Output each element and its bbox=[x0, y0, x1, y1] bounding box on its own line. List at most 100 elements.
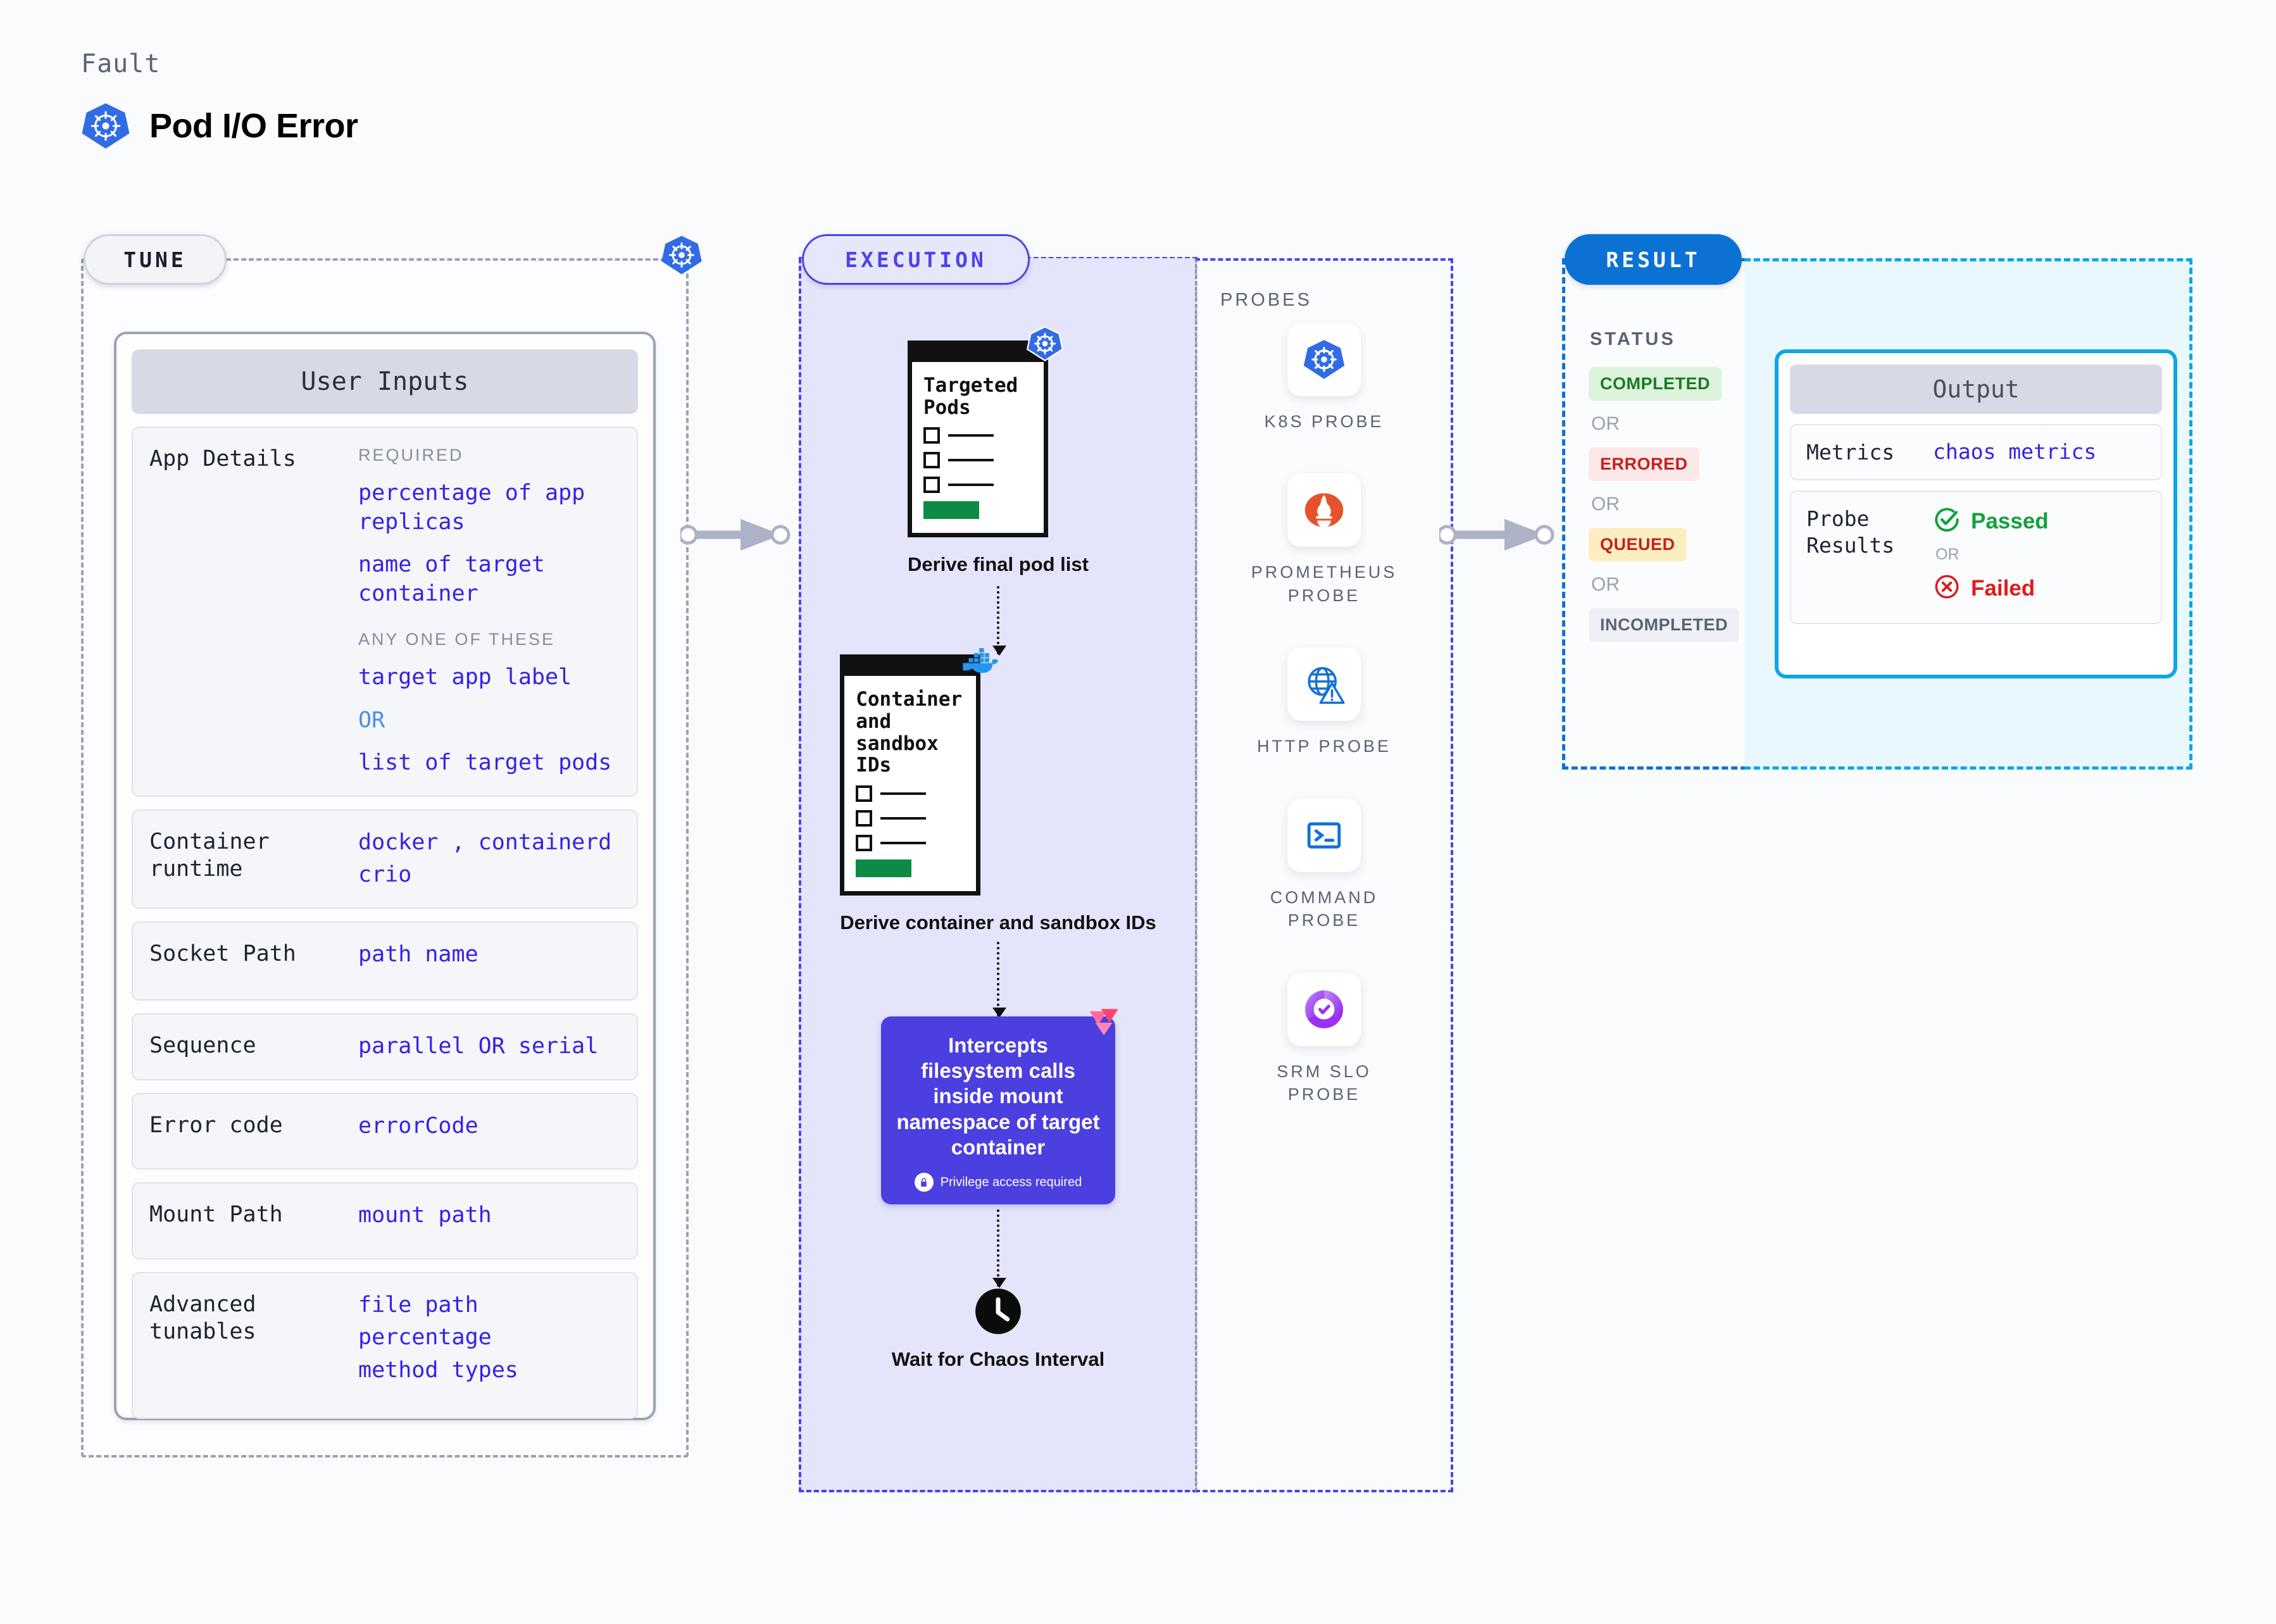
step-caption: Derive container and sandbox IDs bbox=[840, 911, 1156, 934]
http-globe-warning-icon bbox=[1287, 647, 1361, 721]
line-placeholder bbox=[948, 434, 994, 437]
probe-prometheus[interactable]: PROMETHEUS PROBE bbox=[1251, 473, 1397, 607]
flow-connector bbox=[992, 941, 1006, 1018]
probe-http[interactable]: HTTP PROBE bbox=[1257, 647, 1391, 758]
field-value: percentage of app replicas bbox=[358, 480, 585, 535]
line-placeholder bbox=[948, 459, 994, 462]
execution-step-2: Container and sandbox IDs bbox=[840, 648, 1156, 935]
field-label: Error code bbox=[149, 1112, 283, 1138]
srm-slo-icon bbox=[1287, 972, 1361, 1046]
field-container-runtime[interactable]: Container runtime docker , containerd cr… bbox=[132, 809, 638, 909]
list-item bbox=[856, 810, 965, 827]
field-label: Container runtime bbox=[149, 828, 270, 882]
field-sequence[interactable]: Sequence parallel OR serial bbox=[132, 1013, 638, 1080]
probe-result-passed: Passed bbox=[1933, 506, 2146, 537]
field-label: Sequence bbox=[149, 1033, 256, 1058]
privilege-note-text: Privilege access required bbox=[940, 1175, 1082, 1189]
field-mount-path[interactable]: Mount Path mount path bbox=[132, 1182, 638, 1259]
probe-command[interactable]: COMMAND PROBE bbox=[1270, 798, 1379, 932]
status-badge-queued: QUEUED bbox=[1589, 528, 1687, 561]
page-title: Pod I/O Error bbox=[149, 107, 358, 145]
status-badge-errored: ERRORED bbox=[1589, 447, 1699, 481]
probe-result-failed: Failed bbox=[1933, 573, 2146, 604]
fault-title-row: Pod I/O Error bbox=[81, 101, 358, 151]
status-list: COMPLETED OR ERRORED OR QUEUED OR INCOMP… bbox=[1589, 367, 1747, 642]
field-app-details[interactable]: App Details REQUIRED percentage of app r… bbox=[132, 427, 638, 797]
field-value: parallel OR serial bbox=[358, 1034, 599, 1059]
card-body: Targeted Pods bbox=[908, 362, 1049, 538]
or-separator: OR bbox=[1591, 494, 1620, 515]
probe-label: HTTP PROBE bbox=[1256, 737, 1392, 756]
probe-label: SRM SLO PROBE bbox=[1277, 1061, 1372, 1104]
or-separator: OR bbox=[1591, 574, 1620, 595]
probe-label: PROMETHEUS PROBE bbox=[1251, 563, 1397, 605]
output-field-probe-results[interactable]: Probe Results Passed OR bbox=[1790, 490, 2162, 625]
or-separator: OR bbox=[1935, 546, 1960, 564]
checkbox-icon bbox=[923, 452, 941, 469]
status-title: STATUS bbox=[1590, 329, 1676, 349]
field-value: docker , containerd bbox=[358, 829, 612, 855]
execution-chip[interactable]: EXECUTION bbox=[802, 234, 1030, 285]
terminal-icon bbox=[1287, 798, 1361, 872]
targeted-pods-card: Targeted Pods bbox=[908, 326, 1064, 538]
chaos-injection-box: Intercepts filesystem calls inside mount… bbox=[881, 1009, 1118, 1205]
checkbox-icon bbox=[923, 427, 941, 444]
clock-icon bbox=[973, 1287, 1023, 1336]
execution-step-1: Targeted Pods bbox=[908, 326, 1089, 577]
or-separator: OR bbox=[1591, 413, 1620, 434]
field-label: Mount Path bbox=[149, 1202, 283, 1227]
output-label: Probe Results bbox=[1806, 506, 1895, 558]
field-value: errorCode bbox=[358, 1113, 478, 1139]
arrow-tune-to-execution bbox=[680, 519, 791, 551]
field-sublabel-required: REQUIRED bbox=[358, 446, 464, 465]
line-placeholder bbox=[880, 792, 927, 796]
field-value: percentage bbox=[358, 1325, 492, 1350]
field-value: method types bbox=[358, 1357, 518, 1383]
container-sandbox-card: Container and sandbox IDs bbox=[840, 648, 999, 896]
lock-icon bbox=[914, 1173, 934, 1192]
output-field-metrics[interactable]: Metrics chaos metrics bbox=[1790, 424, 2162, 481]
flow-connector bbox=[992, 586, 1006, 656]
injection-description: Intercepts filesystem calls inside mount… bbox=[896, 1033, 1100, 1159]
green-bar bbox=[923, 501, 980, 520]
execution-flow: Targeted Pods bbox=[799, 258, 1197, 1492]
user-inputs-title: User Inputs bbox=[132, 349, 638, 414]
field-value: mount path bbox=[358, 1202, 492, 1228]
field-sublabel-any-one: ANY ONE OF THESE bbox=[358, 630, 556, 649]
user-inputs-card: User Inputs App Details REQUIRED percent… bbox=[114, 332, 656, 1420]
field-value: path name bbox=[358, 941, 478, 967]
status-badge-incompleted: INCOMPLETED bbox=[1589, 608, 1740, 642]
passed-label: Passed bbox=[1971, 508, 2049, 534]
probe-label: K8S PROBE bbox=[1264, 412, 1384, 431]
prometheus-icon bbox=[1287, 473, 1361, 547]
tune-chip[interactable]: TUNE bbox=[84, 234, 227, 285]
card-top-bar bbox=[840, 654, 981, 677]
probes-panel bbox=[1195, 258, 1453, 1492]
probes-list: K8S PROBE PROMETHEUS PROBE bbox=[1195, 323, 1453, 1147]
output-value: chaos metrics bbox=[1933, 439, 2097, 464]
step-caption: Derive final pod list bbox=[908, 553, 1089, 576]
field-socket-path[interactable]: Socket Path path name bbox=[132, 921, 638, 1001]
field-value: list of target pods bbox=[358, 750, 612, 775]
error-circle-icon bbox=[1933, 573, 1961, 604]
failed-label: Failed bbox=[1971, 575, 2035, 601]
field-value: file path bbox=[358, 1292, 478, 1318]
field-advanced-tunables[interactable]: Advanced tunables file path percentage m… bbox=[132, 1271, 638, 1419]
checkbox-icon bbox=[856, 835, 873, 852]
probe-label: COMMAND PROBE bbox=[1270, 887, 1379, 930]
probe-k8s[interactable]: K8S PROBE bbox=[1264, 323, 1384, 433]
card-body: Container and sandbox IDs bbox=[840, 676, 981, 896]
card-heading: Targeted Pods bbox=[923, 374, 1018, 419]
list-item bbox=[923, 477, 1032, 494]
execution-wait-step: Wait for Chaos Interval bbox=[892, 1287, 1104, 1372]
result-chip[interactable]: RESULT bbox=[1565, 234, 1742, 285]
check-circle-icon bbox=[1933, 506, 1961, 537]
field-value: crio bbox=[358, 862, 412, 887]
kubernetes-icon bbox=[1026, 325, 1064, 365]
list-item bbox=[923, 427, 1032, 444]
result-panel bbox=[1562, 258, 1747, 770]
kubernetes-icon bbox=[81, 101, 130, 151]
probe-srm-slo[interactable]: SRM SLO PROBE bbox=[1277, 972, 1372, 1106]
field-error-code[interactable]: Error code errorCode bbox=[132, 1092, 638, 1170]
output-label: Metrics bbox=[1806, 440, 1895, 465]
